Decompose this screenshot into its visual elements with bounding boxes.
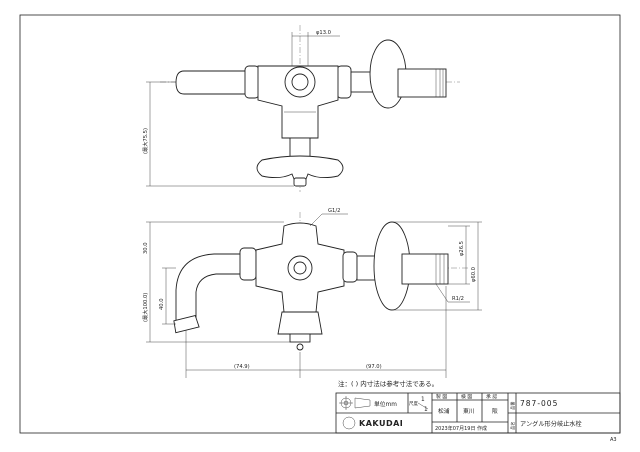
title-block: 単位mm 尺度 1 1 KAKUDAI 製 図 検 図 承 認 松浦 東川 阪 … xyxy=(335,392,621,434)
col-drawing: 製 図 xyxy=(436,393,447,400)
r-half-label: R1/2 xyxy=(452,296,464,302)
scale-label: 尺度 xyxy=(409,400,418,407)
scale-num: 1 xyxy=(421,397,425,403)
name-approve: 阪 xyxy=(492,407,498,415)
name-drawing: 松浦 xyxy=(438,407,450,415)
dim-74-9-label: (74.9) xyxy=(234,364,250,370)
unit-label: 単位mm xyxy=(374,400,397,408)
sheet-border xyxy=(19,14,621,434)
reference-note: 注：( ) 内寸法は参考寸法である。 xyxy=(338,379,438,388)
top-diameter-label: φ13.0 xyxy=(316,30,331,36)
side-name-label: 品名 xyxy=(509,422,516,430)
sheet-size: A3 xyxy=(610,437,617,443)
col-approve: 承 認 xyxy=(486,393,497,400)
name-check: 東川 xyxy=(463,407,475,415)
thread-g-label: G1/2 xyxy=(328,208,340,214)
part-number: 787-005 xyxy=(520,399,558,408)
top-height-label: (最大75.5) xyxy=(141,128,149,154)
brand-name: KAKUDAI xyxy=(359,419,403,428)
dim-40-label: 40.0 xyxy=(159,298,165,310)
side-code-label: 品番 xyxy=(509,401,516,410)
top-view: φ13.0 (最大75.5) xyxy=(141,25,460,192)
dia-60-label: φ60.0 xyxy=(471,267,477,282)
dia-26-5-label: φ26.5 xyxy=(459,241,465,256)
issue-date: 2023年07月19日 作成 xyxy=(435,425,487,432)
col-check: 検 図 xyxy=(461,393,472,400)
projection-symbol-icon xyxy=(339,396,371,410)
dim-97-0-label: (97.0) xyxy=(366,364,382,370)
max-100-label: (最大100.0) xyxy=(141,293,149,322)
front-view: G1/2 30.0 (最大100.0) 40.0 φ26.5 φ60.0 R1/… xyxy=(141,208,482,378)
kakudai-logo-icon xyxy=(342,416,356,430)
product-name: アングル形分岐止水栓 xyxy=(520,420,582,428)
scale-den: 1 xyxy=(424,407,428,413)
dim-30-label: 30.0 xyxy=(143,242,149,254)
